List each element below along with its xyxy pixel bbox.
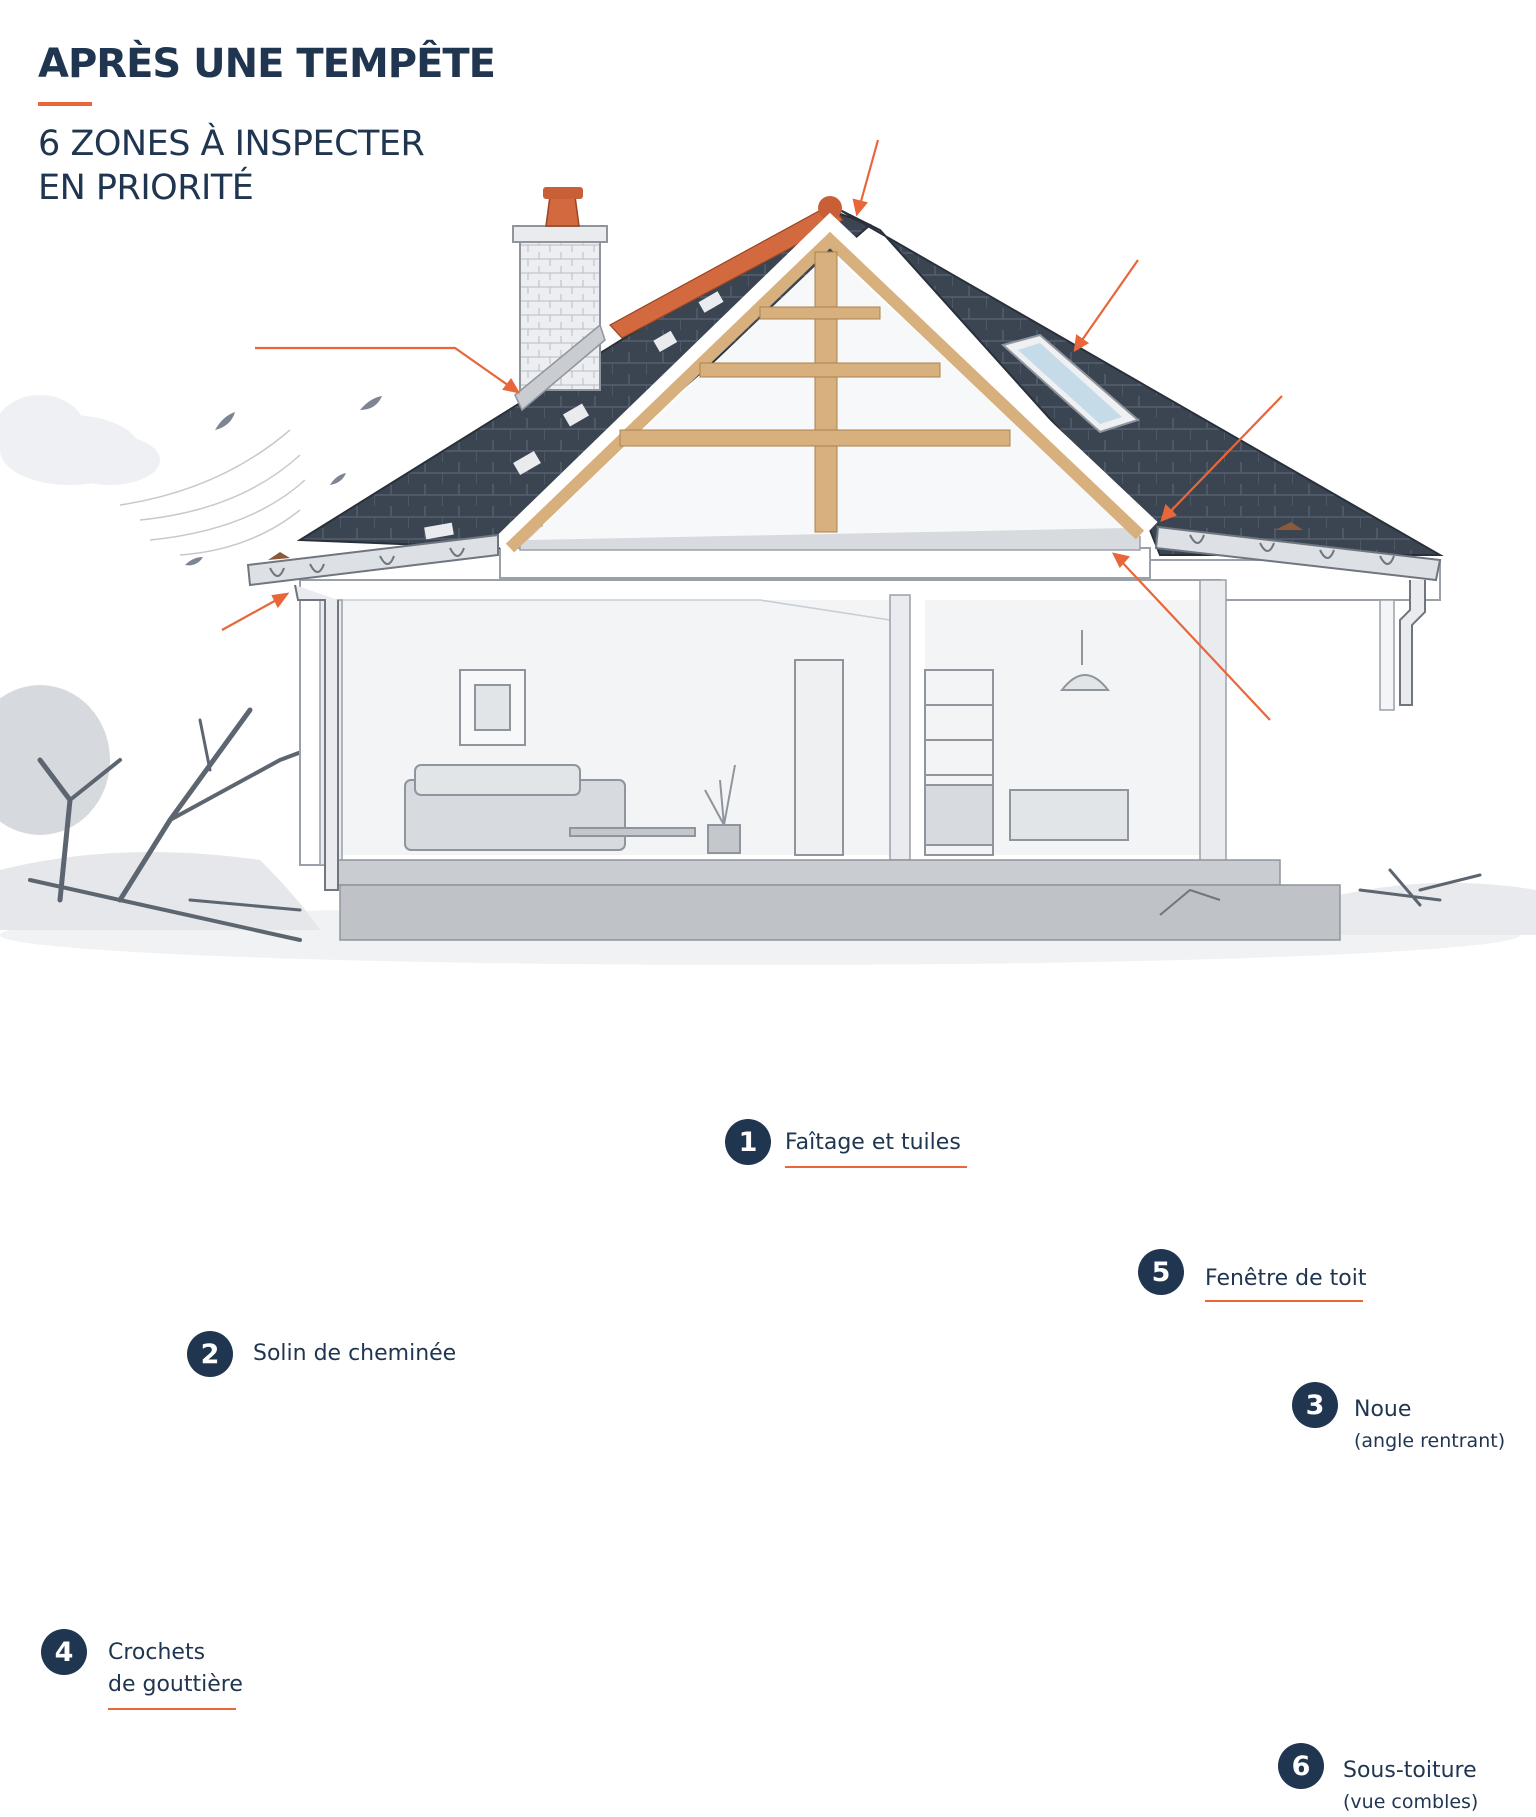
callout-4-underline <box>108 1708 236 1710</box>
gutters <box>246 525 1442 891</box>
skylight <box>1000 333 1141 434</box>
leader-lines <box>221 139 1283 721</box>
title-block: APRÈS UNE TEMPÊTE 6 ZONES À INSPECTER EN… <box>38 40 496 210</box>
gutter-debris <box>268 522 1303 560</box>
house-illustration <box>0 139 1536 965</box>
chimney <box>512 187 608 412</box>
callout-2-label: Solin de cheminée <box>253 1341 457 1366</box>
callout-3-label: Noue (angle rentrant) <box>1354 1394 1505 1456</box>
title-accent-rule <box>38 102 92 106</box>
callout-1-label: Faîtage et tuiles <box>785 1130 961 1155</box>
page-title: APRÈS UNE TEMPÊTE <box>38 41 496 87</box>
callout-5-label: Fenêtre de toit <box>1205 1266 1367 1291</box>
callout-3-title: Noue <box>1354 1397 1412 1422</box>
callout-1-underline <box>785 1166 967 1168</box>
callout-4-badge: 4 <box>41 1629 87 1675</box>
callout-5-underline <box>1205 1300 1363 1302</box>
callout-6-badge: 6 <box>1278 1743 1324 1789</box>
interior-furniture <box>404 630 1129 856</box>
callout-2-badge: 2 <box>187 1331 233 1377</box>
wind-lines <box>119 429 306 556</box>
flying-leaves <box>185 396 382 566</box>
callout-3-sublabel: (angle rentrant) <box>1354 1430 1506 1452</box>
callout-6-title: Sous-toiture <box>1343 1758 1477 1783</box>
callout-3-badge: 3 <box>1292 1382 1338 1428</box>
house-diagram: APRÈS UNE TEMPÊTE 6 ZONES À INSPECTER EN… <box>0 40 1536 1813</box>
callout-4-sublabel: de gouttière <box>108 1672 243 1697</box>
roof <box>296 196 1444 556</box>
callout-5-badge: 5 <box>1138 1249 1184 1295</box>
roof-truss <box>492 212 1158 556</box>
callout-6-sublabel: (vue combles) <box>1343 1791 1479 1813</box>
callout-4-title: Crochets <box>108 1640 206 1665</box>
callout-4-label: Crochets de gouttière <box>108 1637 243 1701</box>
callout-1-badge: 1 <box>725 1119 771 1165</box>
storm-cloud <box>0 395 160 485</box>
callout-6-label: Sous-toiture (vue combles) <box>1343 1755 1478 1817</box>
foundation <box>329 859 1341 941</box>
page-subtitle: 6 ZONES À INSPECTER EN PRIORITÉ <box>38 124 425 208</box>
